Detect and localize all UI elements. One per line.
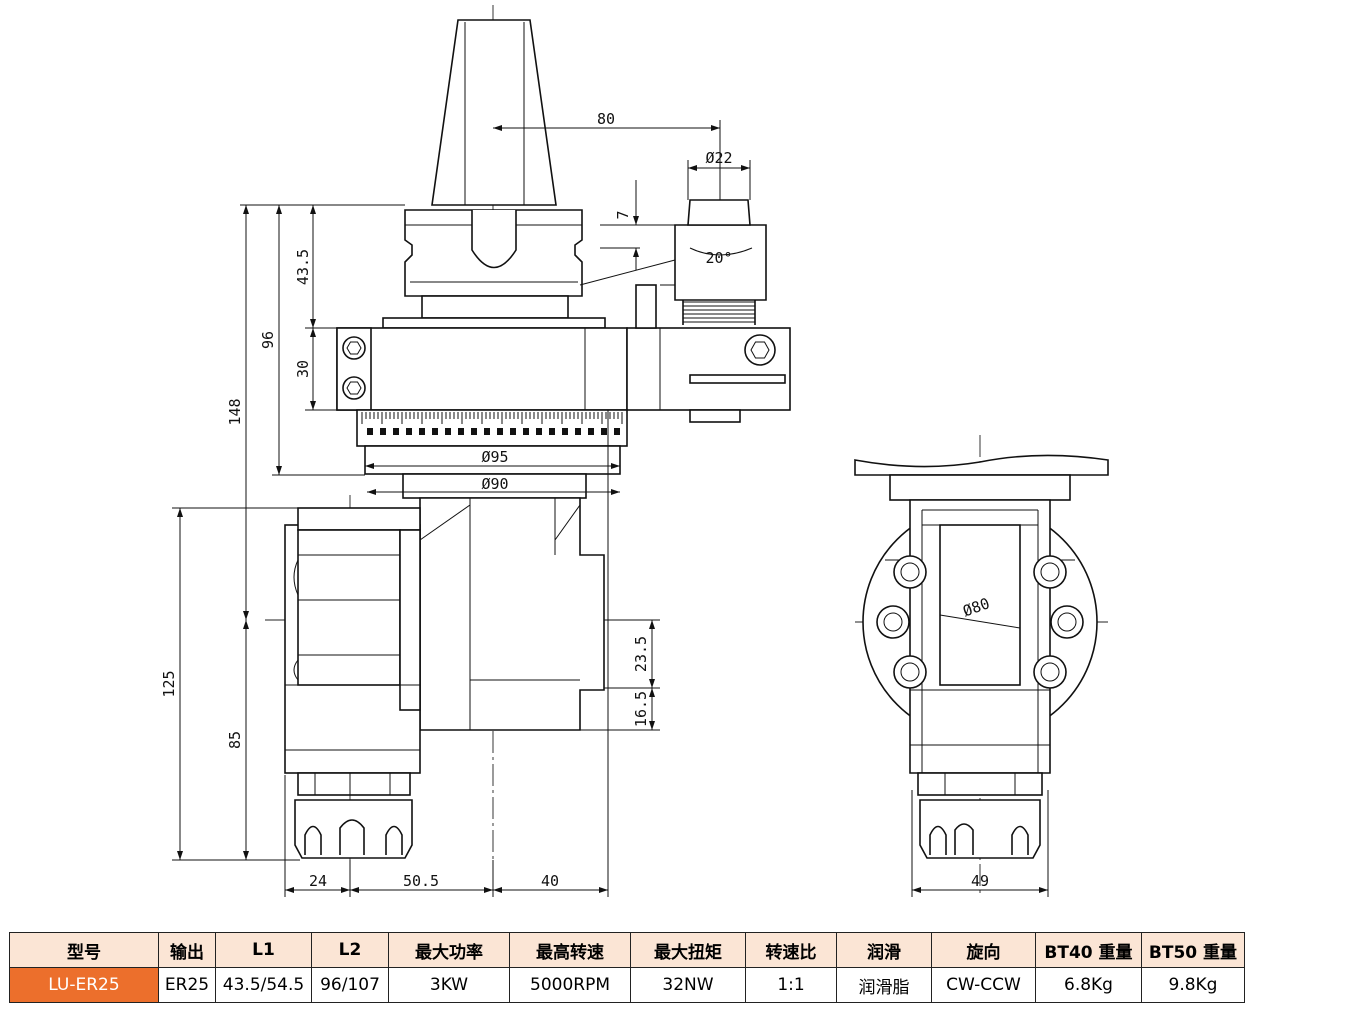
table-cell: 5000RPM: [509, 967, 631, 1003]
scale-mark: [445, 428, 451, 435]
header-cell: 输出: [158, 932, 216, 968]
header-cell: 型号: [9, 932, 159, 968]
header-cell: 旋向: [931, 932, 1036, 968]
scale-mark: [432, 428, 438, 435]
dim-23-5: 23.5: [632, 636, 650, 672]
dim-16-5: 16.5: [632, 691, 650, 727]
table-cell: 32NW: [630, 967, 746, 1003]
scale-mark: [562, 428, 568, 435]
scale-mark: [419, 428, 425, 435]
dim-85: 85: [226, 731, 244, 749]
front-view: [265, 5, 791, 895]
side-view: Ø80 49: [854, 435, 1110, 897]
table-row: LU-ER25 ER25 43.5/54.5 96/107 3KW 5000RP…: [9, 967, 1245, 1003]
dim-148: 148: [226, 398, 244, 425]
dim-24: 24: [309, 872, 327, 890]
table-cell: ER25: [158, 967, 216, 1003]
dim-20deg: 20°: [705, 249, 732, 267]
table-cell: 1:1: [745, 967, 837, 1003]
technical-drawing: 80 Ø22 7 20° 43.5 30 96 148 85: [160, 5, 1110, 897]
scale-mark: [601, 428, 607, 435]
model-cell: LU-ER25: [9, 967, 159, 1003]
table-header-row: 型号 输出 L1 L2 最大功率 最高转速 最大扭矩 转速比 润滑 旋向 BT4…: [9, 932, 1245, 968]
dim-96: 96: [259, 331, 277, 349]
scale-mark: [484, 428, 490, 435]
scale-mark: [380, 428, 386, 435]
header-cell: L1: [215, 932, 312, 968]
table-cell: 6.8Kg: [1035, 967, 1142, 1003]
dim-40: 40: [541, 872, 559, 890]
dim-7: 7: [614, 210, 632, 219]
dim-43-5: 43.5: [294, 249, 312, 285]
scale-mark: [614, 428, 620, 435]
dim-125: 125: [160, 670, 178, 697]
scale-mark: [458, 428, 464, 435]
dim-80: 80: [597, 110, 615, 128]
dim-30: 30: [294, 360, 312, 378]
dim-d22: Ø22: [705, 149, 732, 167]
spring: [682, 300, 756, 325]
side-bolts: [876, 555, 1084, 689]
table-cell: 96/107: [311, 967, 389, 1003]
scale-mark: [471, 428, 477, 435]
scale-mark: [393, 428, 399, 435]
dim-d95: Ø95: [481, 448, 508, 466]
scale-mark: [549, 428, 555, 435]
header-cell: 最大扭矩: [630, 932, 746, 968]
scale-mark: [575, 428, 581, 435]
scale-mark: [536, 428, 542, 435]
dim-d90: Ø90: [481, 475, 508, 493]
header-cell: BT40 重量: [1035, 932, 1142, 968]
front-dimensions: 80 Ø22 7 20° 43.5 30 96 148 85: [160, 110, 753, 897]
table-cell: 润滑脂: [836, 967, 932, 1003]
header-cell: 最大功率: [388, 932, 510, 968]
scale-mark: [523, 428, 529, 435]
scale-mark: [406, 428, 412, 435]
table-cell: 3KW: [388, 967, 510, 1003]
table-cell: 43.5/54.5: [215, 967, 312, 1003]
dim-50-5: 50.5: [403, 872, 439, 890]
scale-mark: [510, 428, 516, 435]
header-cell: 转速比: [745, 932, 837, 968]
dim-49: 49: [971, 872, 989, 890]
header-cell: 最高转速: [509, 932, 631, 968]
scale-mark: [588, 428, 594, 435]
graduation-ticks: [361, 412, 623, 435]
header-cell: BT50 重量: [1141, 932, 1245, 968]
table-cell: 9.8Kg: [1141, 967, 1245, 1003]
scale-mark: [497, 428, 503, 435]
scale-mark: [367, 428, 373, 435]
header-cell: L2: [311, 932, 389, 968]
header-cell: 润滑: [836, 932, 932, 968]
table-cell: CW-CCW: [931, 967, 1036, 1003]
spec-table: 型号 输出 L1 L2 最大功率 最高转速 最大扭矩 转速比 润滑 旋向 BT4…: [9, 932, 1245, 1003]
